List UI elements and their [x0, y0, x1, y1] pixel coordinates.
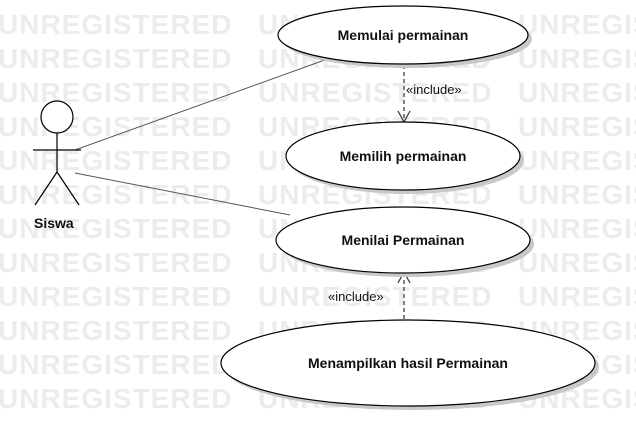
- watermark-text: UNREGISTERED: [0, 179, 232, 210]
- watermark-text: UNREGISTERED: [518, 145, 636, 176]
- use-case-label: Menampilkan hasil Permainan: [308, 355, 508, 371]
- watermark-text: UNREGISTERED: [518, 247, 636, 278]
- watermark-text: UNREGISTERED: [518, 213, 636, 244]
- watermark-text: UNREGISTERED: [0, 349, 232, 380]
- watermark-text: UNREGISTERED: [518, 179, 636, 210]
- actor-head: [40, 100, 74, 134]
- watermark-text: UNREGISTERED: [0, 77, 232, 108]
- watermark-text: UNREGISTERED: [258, 77, 492, 108]
- watermark-text: UNREGISTERED: [0, 111, 232, 142]
- use-case-ellipse: [275, 206, 531, 274]
- watermark-text: UNREGISTERED: [518, 111, 636, 142]
- watermark-text: UNREGISTERED: [0, 213, 232, 244]
- use-case-menampilkan-hasil-permainan[interactable]: Menampilkan hasil Permainan: [220, 319, 599, 410]
- include-stereotype-label: «include»: [328, 289, 384, 304]
- include-dependency-1: «include»: [397, 58, 462, 124]
- watermark-text: UNREGISTERED: [0, 43, 232, 74]
- use-case-memilih-permainan[interactable]: Memilih permainan: [285, 121, 524, 194]
- watermark-text: UNREGISTERED: [0, 247, 232, 278]
- actor-left-leg: [34, 171, 58, 206]
- actor-name-label: Siswa: [34, 215, 74, 231]
- use-case-menilai-permainan[interactable]: Menilai Permainan: [275, 206, 534, 277]
- use-case-label: Memilih permainan: [340, 148, 467, 164]
- actor-siswa[interactable]: Siswa: [33, 100, 81, 231]
- use-case-ellipse: [220, 319, 596, 407]
- watermark-text: UNREGISTERED: [0, 383, 232, 414]
- watermark-text: UNREGISTERED: [0, 9, 232, 40]
- watermark-text: UNREGISTERED: [258, 281, 492, 312]
- watermark-text: UNREGISTERED: [518, 281, 636, 312]
- watermark-text: UNREGISTERED: [518, 9, 636, 40]
- use-case-label: Memulai permainan: [338, 27, 469, 43]
- watermark-text: UNREGISTERED: [0, 315, 232, 346]
- watermark-text: UNREGISTERED: [0, 281, 232, 312]
- use-case-memulai-permainan[interactable]: Memulai permainan: [277, 5, 532, 68]
- use-case-ellipse: [277, 5, 529, 65]
- actor-right-leg: [56, 171, 80, 206]
- watermark-text: UNREGISTERED: [518, 43, 636, 74]
- association-line-menilai: [74, 172, 291, 216]
- watermark-text: UNREGISTERED: [518, 77, 636, 108]
- use-case-label: Menilai Permainan: [342, 232, 465, 248]
- association-line-memulai: [74, 56, 334, 151]
- use-case-ellipse: [285, 121, 521, 191]
- include-stereotype-label: «include»: [406, 82, 462, 97]
